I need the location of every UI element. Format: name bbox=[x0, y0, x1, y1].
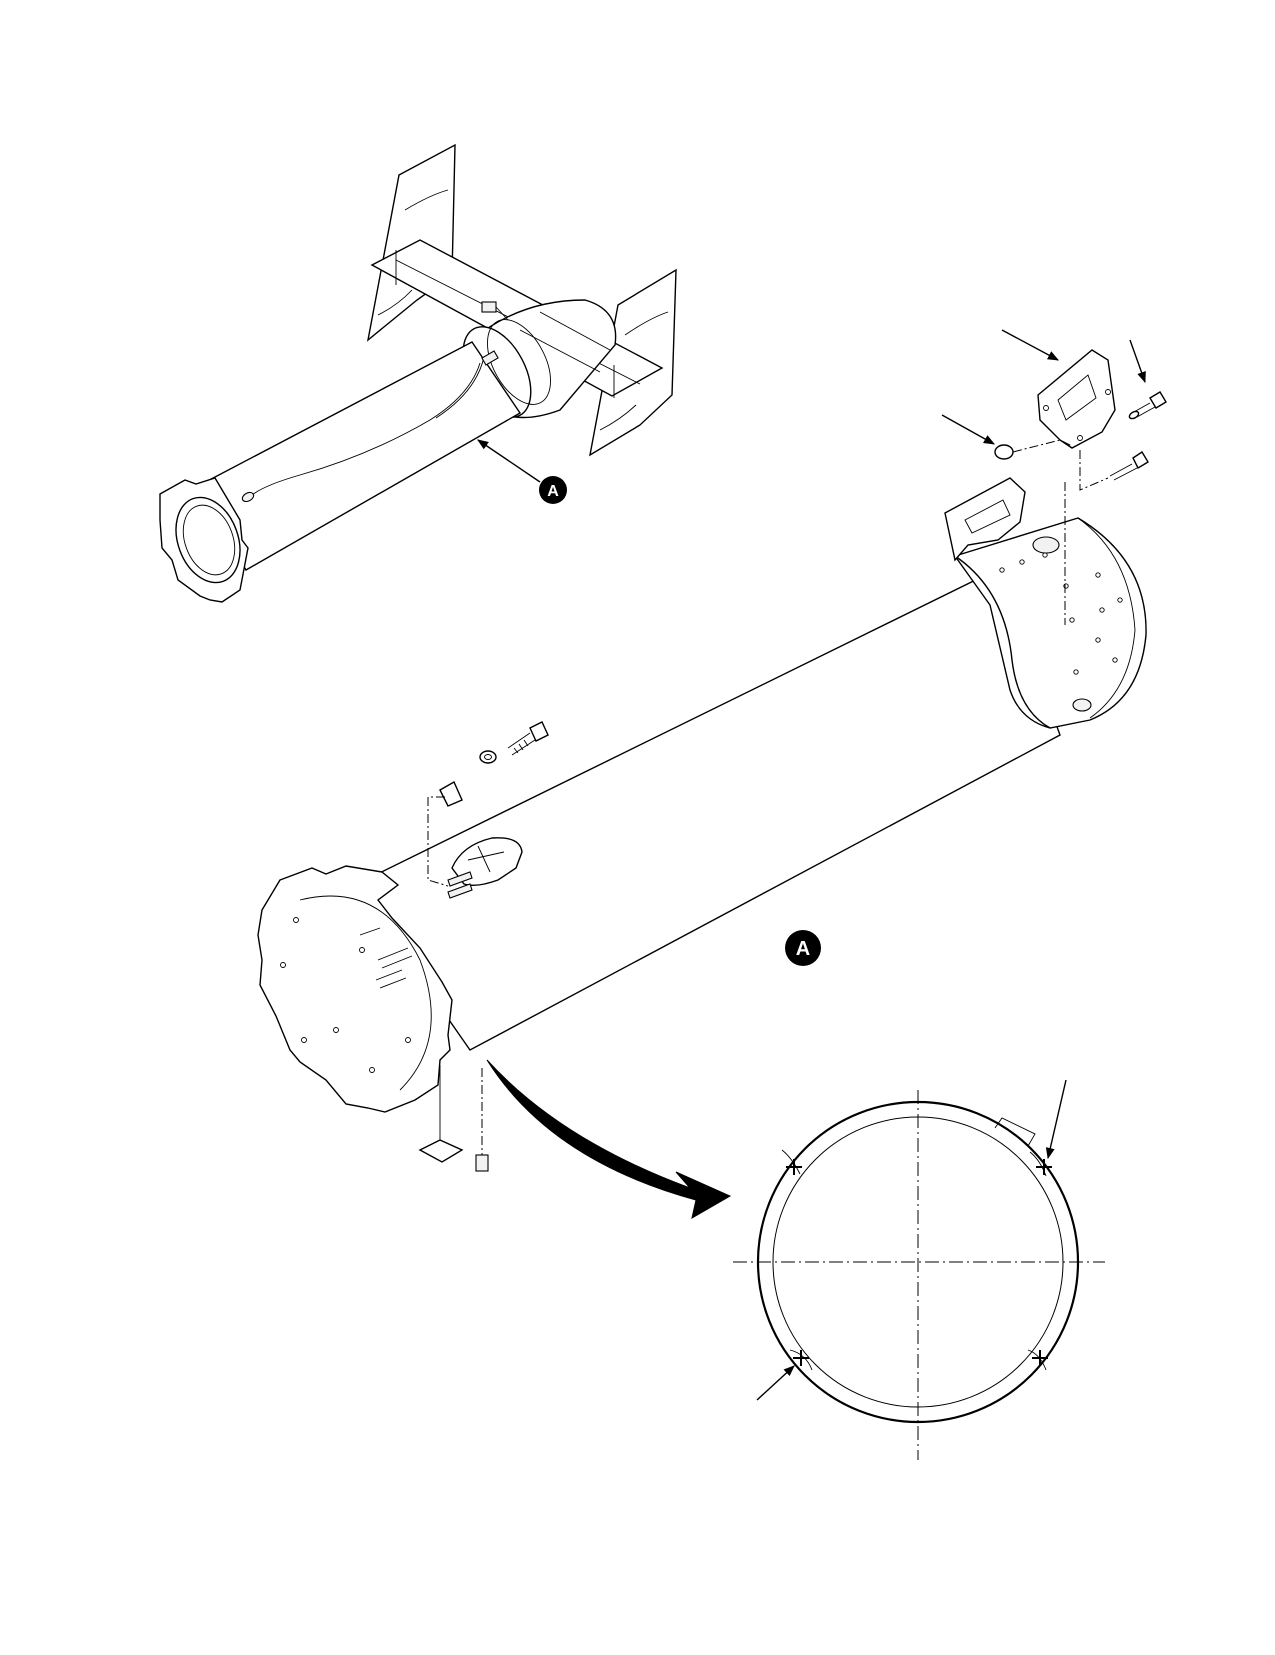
pad-bracket bbox=[1037, 349, 1116, 449]
lower-bracket bbox=[418, 1139, 464, 1163]
cross-mark-top-left bbox=[781, 1149, 802, 1175]
overview-assembly bbox=[159, 143, 677, 603]
left-fin bbox=[366, 143, 456, 342]
cross-mark-bottom-left bbox=[789, 1349, 813, 1371]
bracket-washer bbox=[994, 444, 1014, 460]
main-tube-body bbox=[353, 567, 1061, 1051]
rear-mount-bracket bbox=[944, 477, 1026, 562]
front-bolt bbox=[507, 721, 549, 756]
washer bbox=[479, 750, 497, 764]
rear-plug bbox=[1032, 536, 1060, 554]
callout-a-main: A bbox=[785, 930, 821, 966]
inset-inner-ring bbox=[772, 1116, 1064, 1408]
lower-fitting bbox=[475, 1154, 489, 1172]
cross-mark-bottom-right bbox=[1027, 1349, 1048, 1371]
clip-plate bbox=[439, 781, 463, 807]
leader-bottom-left bbox=[756, 1365, 795, 1401]
callout-a-top: A bbox=[539, 476, 567, 504]
callout-a-main-label: A bbox=[796, 938, 810, 960]
rear-can bbox=[953, 517, 1147, 729]
main-assembly bbox=[257, 329, 1167, 1220]
inset-outer-ring bbox=[756, 1100, 1080, 1424]
bracket-bolt-lower bbox=[1109, 451, 1149, 481]
connector bbox=[481, 301, 497, 313]
detail-arrow bbox=[486, 1059, 732, 1220]
cable bbox=[251, 362, 481, 496]
overview-tube bbox=[195, 341, 522, 571]
inset-flange-detail bbox=[733, 1079, 1105, 1460]
bracket-bolt-right bbox=[1128, 391, 1167, 420]
main-front-flange bbox=[257, 865, 453, 1113]
leader-top-right bbox=[1045, 1079, 1067, 1160]
callout-a-top-label: A bbox=[547, 483, 559, 500]
cross-mark-top-right bbox=[1029, 1151, 1052, 1177]
